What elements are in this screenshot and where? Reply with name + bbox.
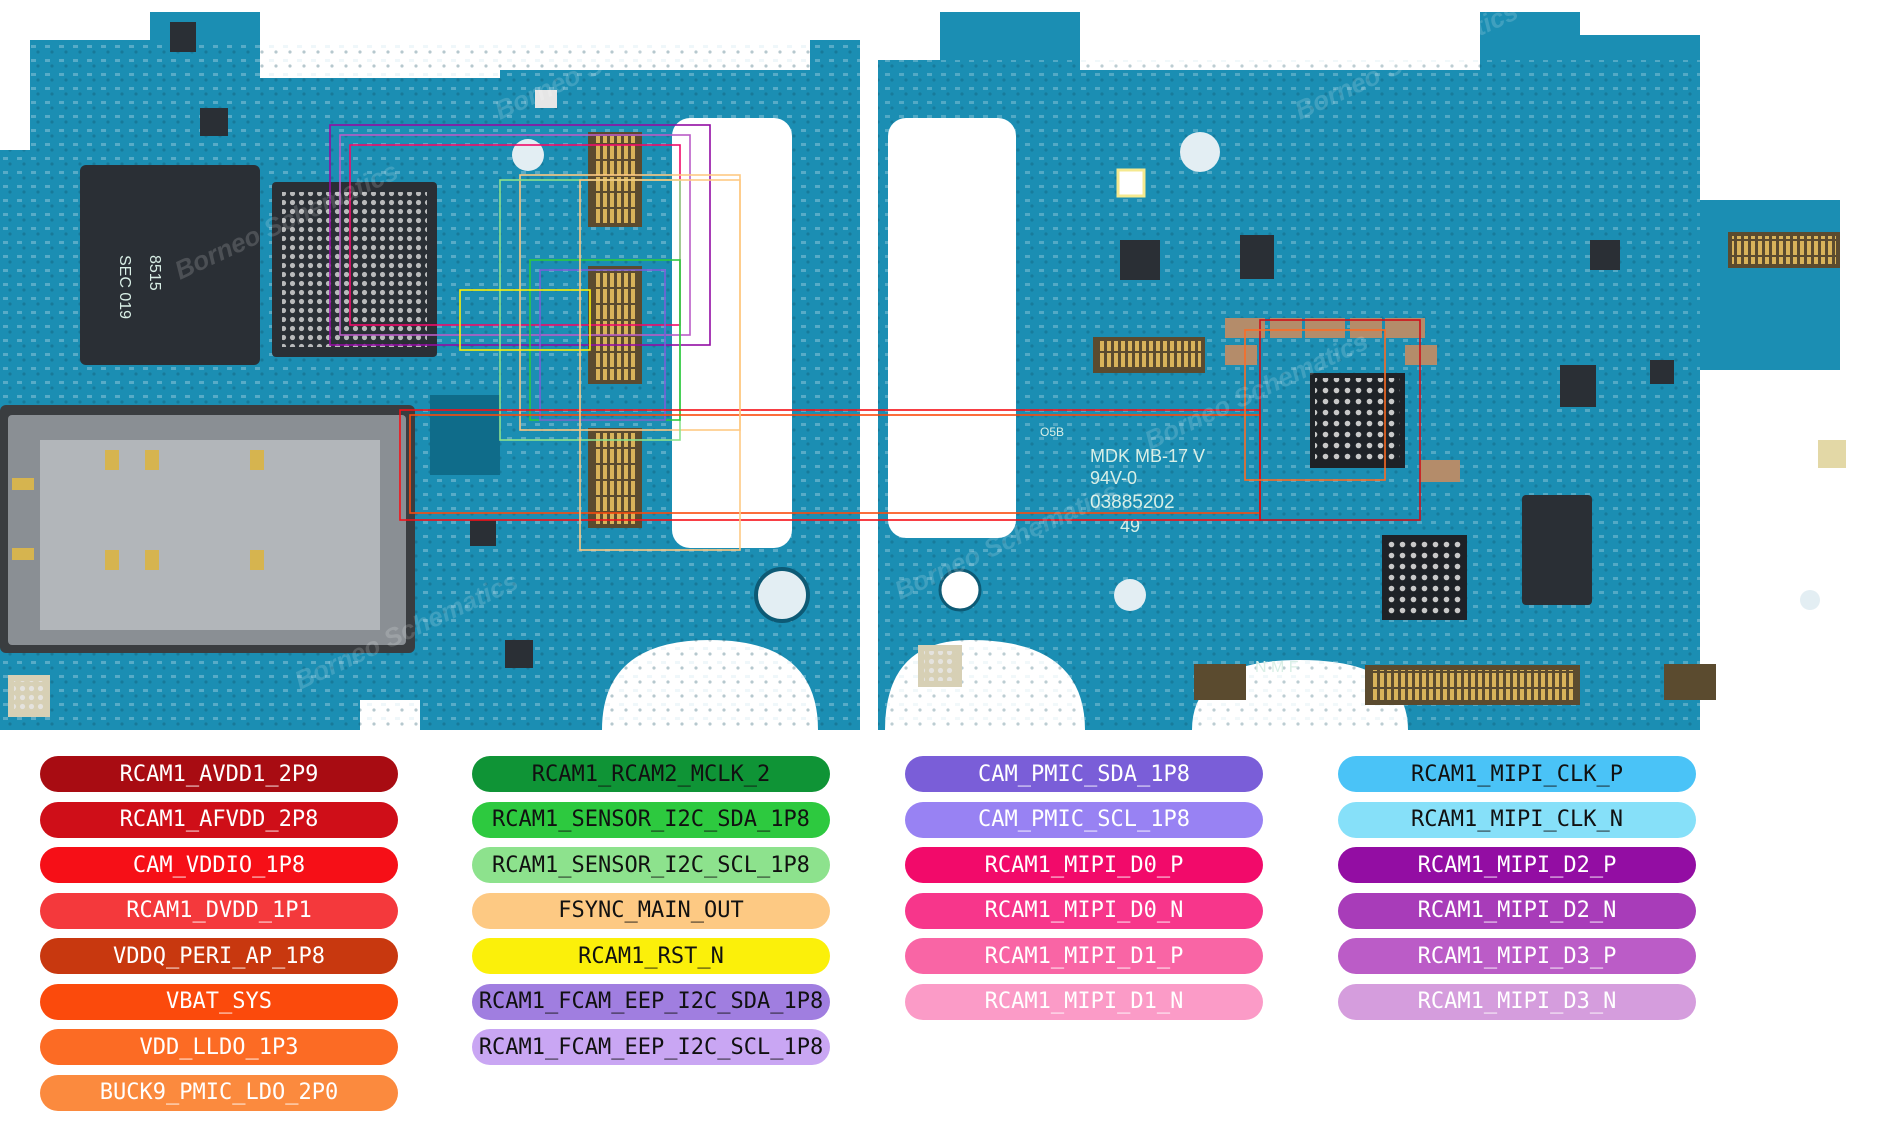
- legend-item: RCAM1_DVDD_1P1: [40, 892, 398, 929]
- silk-model: MDK MB-17 V: [1090, 446, 1205, 466]
- silk-revision: 49: [1120, 516, 1140, 536]
- silk-serial: 03885202: [1090, 492, 1175, 513]
- legend-item: RCAM1_MIPI_D0_P: [905, 847, 1263, 883]
- pcb-board-view: SEC 019 8515: [0, 12, 1846, 730]
- legend-item: CAM_VDDIO_1P8: [40, 847, 398, 883]
- legend-item: RCAM1_MIPI_CLK_N: [1338, 801, 1696, 838]
- legend-item: VDD_LLDO_1P3: [40, 1029, 398, 1065]
- legend-item: RCAM1_MIPI_D1_P: [905, 938, 1263, 974]
- legend-item: RCAM1_AVDD1_2P9: [40, 756, 398, 792]
- silk-code: 94V-0: [1090, 468, 1137, 488]
- legend-item: RCAM1_AFVDD_2P8: [40, 801, 398, 838]
- right-board: MDK MB-17 V 94V-0 03885202 49 O5B N M F: [878, 12, 1846, 730]
- legend-item: RCAM1_SENSOR_I2C_SCL_1P8: [472, 847, 830, 883]
- emmc-chip: [80, 165, 260, 365]
- legend-item: RCAM1_RCAM2_MCLK_2: [472, 756, 830, 792]
- legend-item: RCAM1_MIPI_D0_N: [905, 892, 1263, 929]
- legend-item: RCAM1_MIPI_D1_N: [905, 983, 1263, 1020]
- legend-item: RCAM1_MIPI_D2_P: [1338, 847, 1696, 883]
- legend-item: RCAM1_MIPI_CLK_P: [1338, 756, 1696, 792]
- legend-item: RCAM1_FCAM_EEP_I2C_SCL_1P8: [472, 1029, 830, 1065]
- legend-item: RCAM1_MIPI_D3_N: [1338, 983, 1696, 1020]
- legend-item: RCAM1_MIPI_D2_N: [1338, 892, 1696, 929]
- legend-item: VDDQ_PERI_AP_1P8: [40, 938, 398, 974]
- silk-osb: O5B: [1040, 425, 1064, 439]
- legend-item: CAM_PMIC_SDA_1P8: [905, 756, 1263, 792]
- emmc-marking: SEC 019: [116, 255, 133, 319]
- emmc-marking-2: 8515: [146, 255, 163, 291]
- legend-item: RCAM1_RST_N: [472, 938, 830, 974]
- highlighted-traces: [329, 124, 1421, 551]
- legend-item: RCAM1_SENSOR_I2C_SDA_1P8: [472, 801, 830, 838]
- silk-nmf: N M F: [1255, 659, 1299, 676]
- legend-item: VBAT_SYS: [40, 983, 398, 1020]
- left-board: SEC 019 8515: [0, 12, 860, 730]
- pcb-board-svg: SEC 019 8515: [0, 12, 1846, 730]
- legend-item: FSYNC_MAIN_OUT: [472, 892, 830, 929]
- legend-item: CAM_PMIC_SCL_1P8: [905, 801, 1263, 838]
- legend-item: RCAM1_MIPI_D3_P: [1338, 938, 1696, 974]
- legend-item: BUCK9_PMIC_LDO_2P0: [40, 1074, 398, 1111]
- legend-item: RCAM1_FCAM_EEP_I2C_SDA_1P8: [472, 983, 830, 1020]
